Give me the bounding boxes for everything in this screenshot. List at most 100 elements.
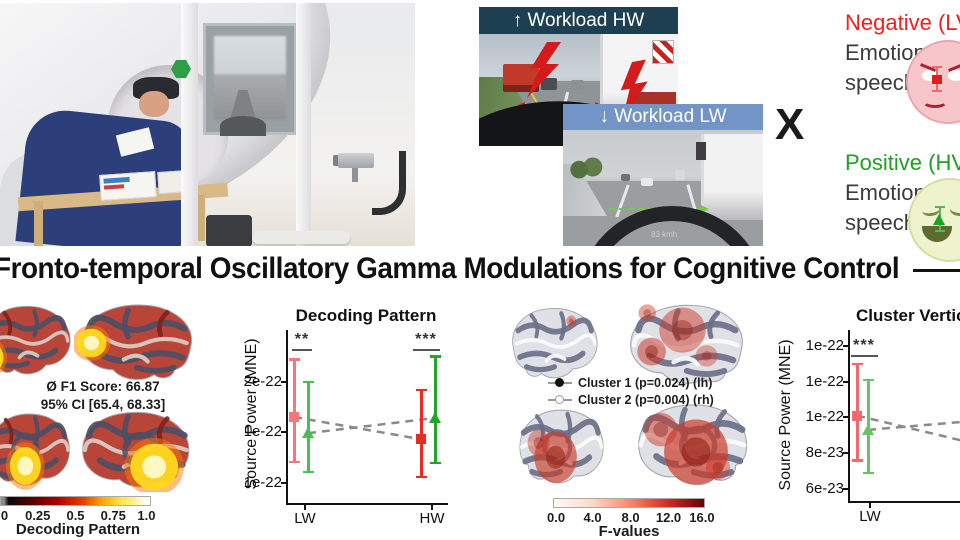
error-bar-cap [862, 471, 874, 475]
error-bar-cap [851, 362, 863, 366]
x-tick-label: HW [419, 510, 445, 527]
positive-marker-icon [933, 206, 946, 232]
positive-line2: speech [845, 210, 916, 235]
brain-map-decoding-lateral-rh [72, 298, 204, 384]
y-tick-label: 1e-22 [243, 473, 282, 491]
y-tick-label: 1e-22 [805, 408, 844, 426]
f1-score-line2: 95% CI [65.4, 68.33] [40, 397, 166, 412]
machine-model-text: Elekta Neuromag TRIUX [0, 3, 36, 8]
y-tick-mark [843, 452, 849, 455]
open-circle-icon [548, 395, 572, 404]
brain-surface-drawing [0, 413, 70, 490]
decoding-colorbar-ticks: 0 0.25 0.5 0.75 1.0 [0, 508, 156, 523]
brain-map-cluster-lateral-rh [623, 298, 755, 388]
negative-data-point [416, 434, 426, 445]
silver-car [571, 80, 584, 90]
projected-steering-wheel [220, 116, 266, 136]
x-tick-label: LW [294, 510, 316, 527]
brain-surface-drawing [0, 305, 71, 375]
significance-underline [412, 349, 440, 351]
equipment-box [99, 171, 157, 201]
title-rule [913, 269, 960, 272]
cbar-tick: 0.5 [66, 508, 85, 523]
table-leg [196, 195, 205, 241]
floor-pipe [252, 231, 350, 244]
error-bar [307, 381, 310, 472]
brain-surface-drawing [630, 304, 743, 384]
x-tick-mark [869, 502, 871, 508]
f1-score-text: Ø F1 Score: 66.87 95% CI [65.4, 68.33] [8, 378, 198, 414]
cbar-tick: 16.0 [689, 510, 715, 525]
error-bar-cap [415, 388, 427, 392]
error-bar-cap [862, 378, 874, 382]
design-cross-symbol: X [775, 100, 805, 149]
negative-data-point [852, 410, 862, 421]
cluster1-legend-label: Cluster 1 (p=0.024) (lh) [578, 376, 713, 390]
significance-label: ** [280, 331, 324, 351]
distant-truck [675, 170, 685, 180]
white-truck-right [696, 134, 763, 220]
camera-cable [372, 151, 406, 215]
negative-marker-icon [932, 66, 942, 92]
brain-map-cluster-medial-rh [630, 396, 762, 490]
error-bar-cap [302, 470, 314, 474]
brain-surface-drawing [72, 304, 193, 380]
error-bar-cap [851, 459, 863, 462]
error-bar-cap [302, 380, 314, 384]
table-leg [34, 201, 43, 246]
main-title: Fronto-temporal Oscillatory Gamma Modula… [0, 252, 900, 285]
cluster2-legend-label: Cluster 2 (p=0.004) (rh) [578, 393, 714, 407]
cbar-tick: 0.0 [546, 510, 566, 525]
brain-surface-drawing [512, 308, 598, 379]
y-tick-label: 1e-22 [805, 337, 844, 355]
cbar-tick: 8.0 [621, 510, 640, 525]
y-tick-label: 6e-23 [805, 479, 844, 497]
filled-circle-icon [548, 378, 572, 387]
screen-stand-left-pole [181, 3, 198, 246]
x-tick-label: LW [859, 508, 881, 525]
significance-underline [850, 355, 878, 357]
lw-speed-text: 83 kmh [651, 230, 678, 239]
y-tick-mark [843, 380, 849, 383]
error-bar [434, 356, 437, 463]
cluster2-legend-item: Cluster 2 (p=0.004) (rh) [548, 393, 714, 407]
workload-lw-label: ↓ Workload LW [563, 104, 763, 130]
positive-data-point [861, 423, 874, 435]
lightning-icon [527, 42, 561, 98]
positive-data-point [428, 412, 441, 423]
fvalues-colorbar-label: F-values [598, 523, 660, 540]
brain-map-decoding-medial-rh [74, 404, 204, 496]
y-tick-mark [281, 431, 287, 434]
cbar-tick: 0.75 [100, 508, 126, 523]
camera-lens [333, 155, 342, 166]
y-tick-mark [843, 345, 849, 348]
projection-screen [203, 23, 297, 136]
decoding-colorbar [0, 496, 151, 506]
cbar-tick: 1.0 [137, 508, 156, 523]
negative-valence-title: Negative (LV) [845, 10, 960, 35]
significance-label: *** [842, 337, 886, 357]
screen-stand-right-pole [296, 3, 311, 246]
y-tick-mark [281, 481, 287, 484]
cbar-tick: 12.0 [655, 510, 682, 525]
condition-trend-lines [856, 414, 960, 442]
error-bar-cap [288, 460, 300, 463]
truck-mirror [696, 142, 706, 160]
x-tick-mark [431, 504, 433, 510]
cluster-plot-title: Cluster Vertices [856, 306, 960, 325]
floor-equipment [206, 215, 252, 246]
workload-hw-label: ↑ Workload HW [479, 7, 678, 34]
camera-mount [352, 168, 358, 182]
brain-surface-drawing [638, 404, 748, 485]
cbar-tick: 0.25 [25, 508, 51, 523]
y-tick-label: 8e-23 [805, 444, 844, 462]
y-tick-mark [843, 416, 849, 419]
roadside-trees [569, 154, 603, 180]
brain-map-cluster-lateral-lh [503, 302, 603, 382]
x-tick-mark [304, 504, 306, 510]
white-car-ahead [641, 178, 653, 186]
hazard-stripe-sign [652, 40, 674, 64]
brain-map-cluster-medial-lh [508, 402, 610, 488]
